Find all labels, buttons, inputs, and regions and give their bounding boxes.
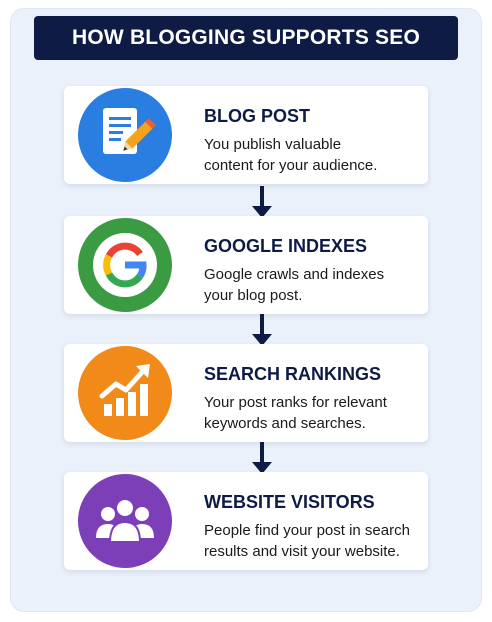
step-card-website-visitors: WEBSITE VISITORS People find your post i… — [64, 472, 428, 570]
page-title: HOW BLOGGING SUPPORTS SEO — [34, 16, 458, 60]
step-title: SEARCH RANKINGS — [204, 364, 382, 384]
document-pencil-icon — [78, 88, 172, 182]
down-arrow-icon — [250, 442, 274, 476]
growth-chart-icon — [78, 346, 172, 440]
people-group-icon — [78, 474, 172, 568]
step-description: Google crawls and indexes your blog post… — [204, 266, 385, 304]
step-title: GOOGLE INDEXES — [204, 236, 368, 256]
step-card-blog-post: BLOG POST You publish valuable content f… — [64, 86, 428, 184]
step-description: You publish valuable content for your au… — [204, 136, 378, 174]
step-title: WEBSITE VISITORS — [204, 492, 375, 512]
step-title: BLOG POST — [204, 106, 311, 126]
google-logo-icon — [78, 218, 172, 312]
down-arrow-icon — [250, 186, 274, 220]
step-card-search-rankings: SEARCH RANKINGS Your post ranks for rele… — [64, 344, 428, 442]
down-arrow-icon — [250, 314, 274, 348]
step-description: Your post ranks for relevant keywords an… — [204, 394, 387, 432]
step-card-google-indexes: GOOGLE INDEXES Google crawls and indexes… — [64, 216, 428, 314]
step-description: People find your post in search results … — [204, 522, 410, 560]
